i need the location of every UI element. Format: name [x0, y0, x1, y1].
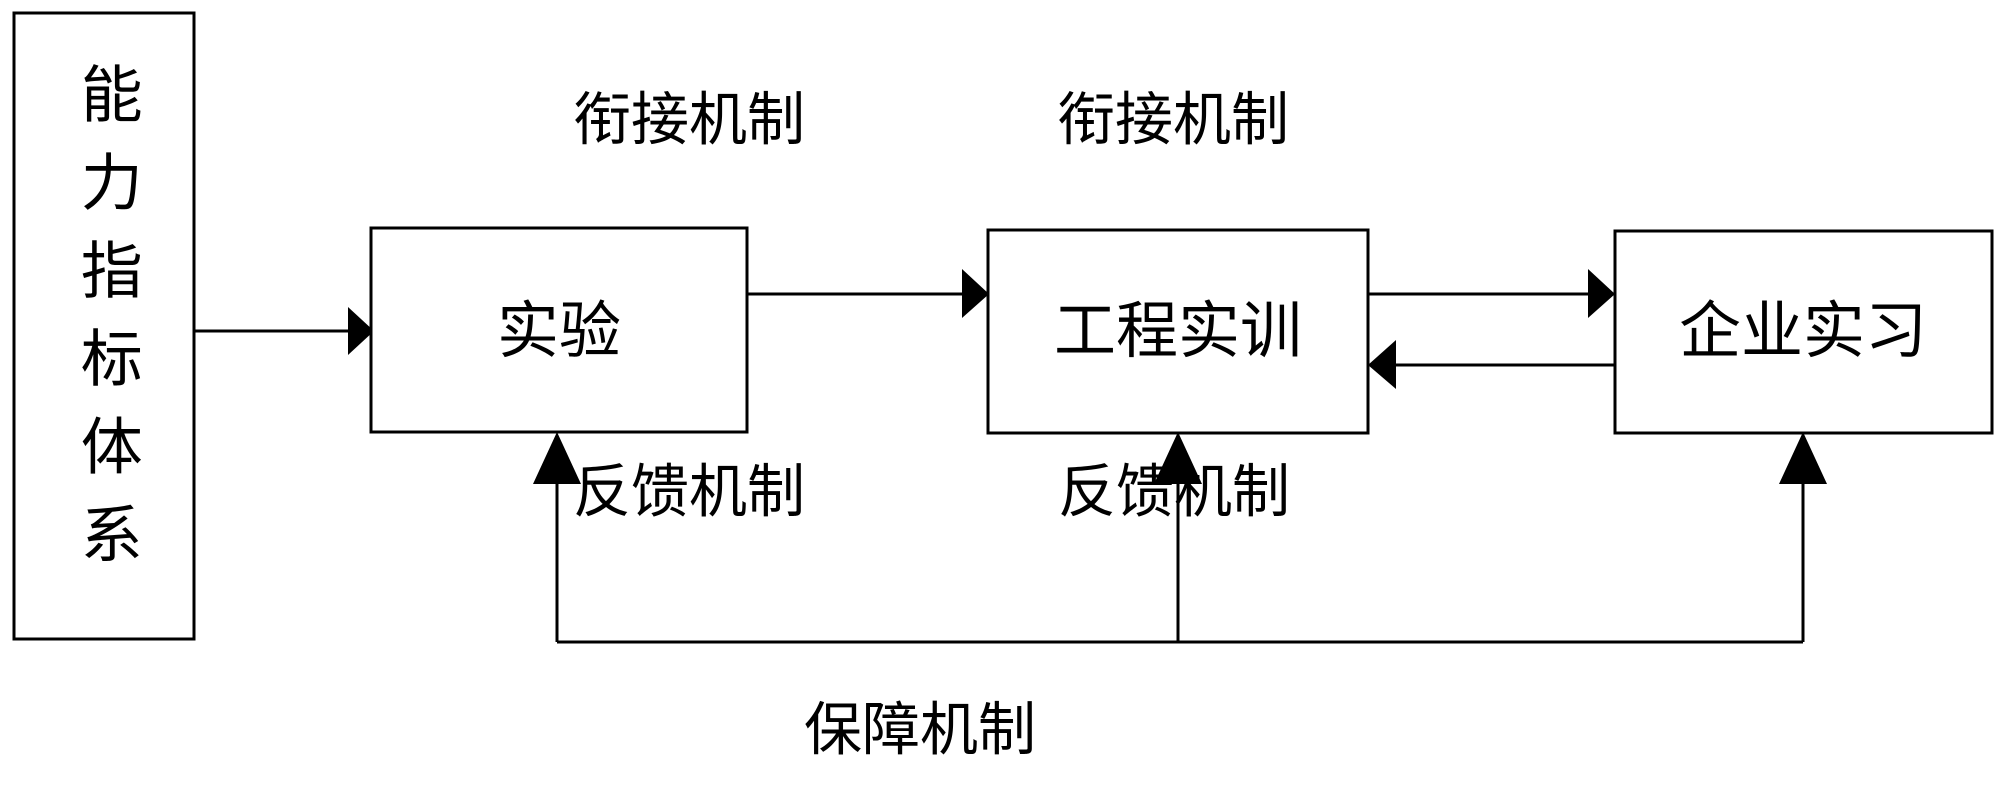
edge-label-link-mechanism-2: 衔接机制: [1057, 88, 1289, 153]
arrowhead-guarantee-to-training: [1154, 432, 1202, 484]
arrowhead-capability-to-experiment: [348, 307, 374, 355]
node-enterprise-internship-label: 企业实习: [1679, 298, 1927, 366]
arrowhead-internship-to-training: [1368, 340, 1396, 389]
edge-label-feedback-mechanism-1: 反馈机制: [573, 460, 805, 525]
node-engineering-training-box[interactable]: [986, 228, 1370, 435]
arrowhead-guarantee-to-experiment: [533, 432, 581, 484]
node-experiment-box[interactable]: [369, 226, 749, 434]
arrowhead-guarantee-to-internship: [1779, 432, 1827, 484]
node-engineering-training-label: 工程实训: [1054, 298, 1302, 366]
edge-label-guarantee-mechanism: 保障机制: [804, 698, 1036, 763]
edge-label-feedback-mechanism-2: 反馈机制: [1058, 460, 1290, 525]
node-capability-index-system-box[interactable]: [12, 11, 196, 641]
node-experiment-label: 实验: [497, 298, 621, 366]
node-enterprise-internship-box[interactable]: [1613, 229, 1994, 435]
arrowhead-training-to-internship: [1588, 269, 1615, 318]
arrowhead-experiment-to-training: [962, 269, 989, 318]
edge-label-link-mechanism-1: 衔接机制: [573, 88, 805, 153]
